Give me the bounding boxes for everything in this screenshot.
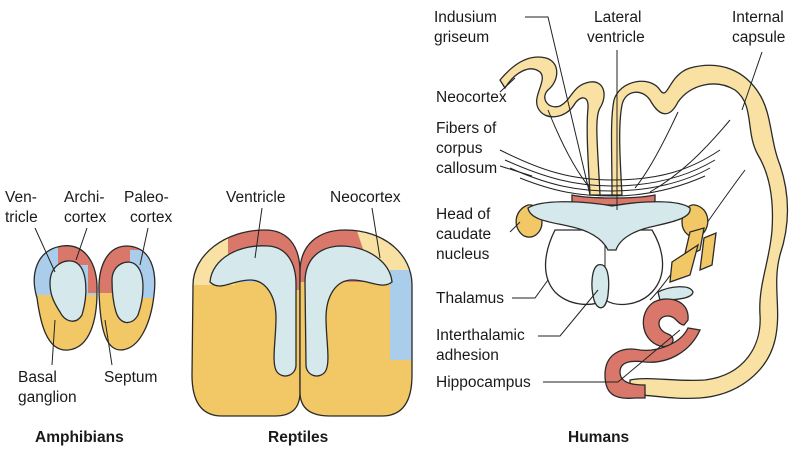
reptile-brain: [185, 225, 420, 420]
caption-reptiles: Reptiles: [268, 429, 328, 446]
label-paleocortex-line1: Paleo-: [124, 189, 169, 206]
label-human-neocortex: Neocortex: [436, 89, 507, 106]
label-caudate-line2: caudate: [436, 226, 491, 243]
label-corpus-callosum-line2: corpus: [436, 140, 483, 157]
label-corpus-callosum-line1: Fibers of: [436, 120, 497, 137]
label-thalamus: Thalamus: [436, 290, 504, 307]
label-lateral-ventricle-line2: ventricle: [587, 29, 645, 46]
caption-amphibians: Amphibians: [35, 429, 124, 446]
lentiform-piece-3: [670, 245, 698, 282]
reptile-left-hemisphere: [185, 225, 305, 420]
label-interthalamic-line1: Interthalamic: [436, 327, 525, 344]
label-lateral-ventricle-line1: Lateral: [594, 9, 641, 26]
interthalamic-adhesion: [592, 265, 609, 308]
temporal-ventricle: [658, 287, 693, 300]
caption-humans: Humans: [568, 429, 629, 446]
label-interthalamic-line2: adhesion: [436, 347, 499, 364]
label-indusium-line2: griseum: [434, 29, 489, 46]
label-archicortex-line1: Archi-: [64, 189, 104, 206]
label-reptile-ventricle: Ventricle: [226, 189, 285, 206]
amphibian-right-hemisphere: [95, 235, 160, 360]
label-reptile-neocortex: Neocortex: [330, 189, 401, 206]
label-basal-ganglion-line1: Basal: [18, 369, 57, 386]
label-indusium-line1: Indusium: [434, 9, 497, 26]
label-corpus-callosum-line3: callosum: [436, 160, 497, 177]
label-septum: Septum: [104, 369, 157, 386]
amphibian-right-ventricle: [112, 262, 143, 322]
label-paleocortex-line2: cortex: [130, 209, 172, 226]
label-basal-ganglion-line2: ganglion: [18, 389, 77, 406]
amphibian-left-hemisphere: [25, 235, 108, 360]
label-archicortex-line2: cortex: [64, 209, 106, 226]
reptile-right-hemisphere: [295, 225, 420, 420]
label-ventricle-line1: Ven-: [5, 189, 37, 206]
label-caudate-line1: Head of: [436, 206, 491, 223]
label-ventricle-line2: tricle: [5, 209, 38, 226]
label-internal-capsule-line2: capsule: [732, 29, 785, 46]
label-internal-capsule-line1: Internal: [732, 9, 784, 26]
human-brain: [500, 57, 788, 398]
label-hippocampus: Hippocampus: [436, 374, 531, 391]
amphibian-brain: [25, 235, 160, 360]
label-caudate-line3: nucleus: [436, 246, 490, 263]
